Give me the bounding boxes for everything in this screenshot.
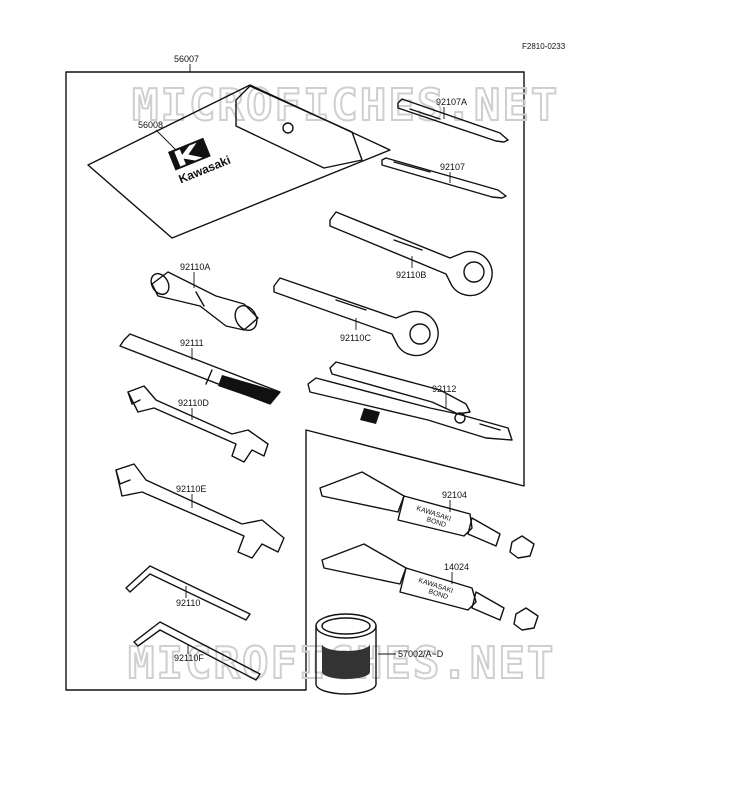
bond-tube-14024: KAWASAKI BOND [321, 543, 539, 631]
watermark-top: MICROFICHES.NET [132, 80, 559, 131]
grease-can [315, 613, 377, 695]
label-ring-wrench-c: 92110C [340, 333, 371, 343]
label-handle: 92111 [180, 338, 204, 348]
label-pliers: 92112 [432, 384, 456, 394]
label-pouch: 56008 [138, 120, 163, 130]
label-screwdriver-a: 92107A [436, 97, 467, 107]
plug-wrench-92110a [150, 271, 259, 332]
label-grease: 57002/A~D [398, 649, 444, 659]
label-ring-wrench-b: 92110B [396, 270, 426, 280]
hex-key-92110f [133, 621, 261, 681]
screwdriver-92107a [397, 98, 509, 143]
label-screwdriver: 92107 [440, 162, 465, 172]
pliers-92112 [307, 361, 513, 441]
ring-wrench-92110c [273, 277, 439, 357]
label-hex-key: 92110 [176, 598, 200, 608]
diagram-code: F2810-0233 [522, 42, 566, 51]
label-wrench-d: 92110D [178, 398, 209, 408]
ring-wrench-92110b [329, 211, 493, 297]
label-wrench-e: 92110E [176, 484, 206, 494]
label-kit: 56007 [174, 54, 199, 64]
label-plug-wrench: 92110A [180, 262, 210, 272]
handle-bar-92111 [119, 333, 281, 405]
open-wrench-92110d [127, 385, 269, 463]
kit-frame [65, 71, 525, 691]
label-hex-key-f: 92110F [174, 653, 204, 663]
screwdriver-92107 [381, 157, 507, 199]
open-wrench-92110e [115, 463, 285, 559]
bond-tube-92104: KAWASAKI BOND [319, 471, 535, 559]
label-bond-2: 14024 [444, 562, 469, 572]
label-bond-1: 92104 [442, 490, 467, 500]
kawasaki-logo: Kawasaki [168, 137, 233, 186]
hex-key-92110 [125, 565, 251, 621]
